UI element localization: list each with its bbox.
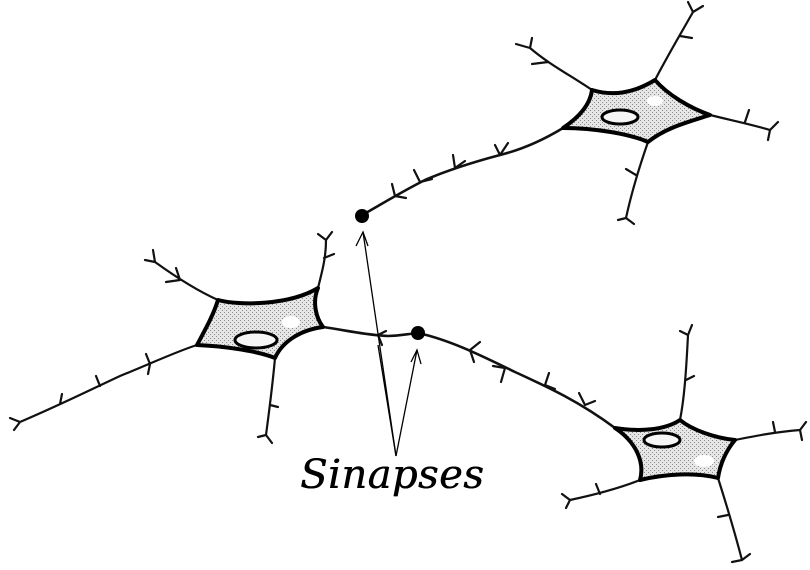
dendrite — [655, 2, 703, 80]
nucleus — [602, 110, 638, 124]
axon-branch — [493, 366, 505, 382]
arrow-stroke — [378, 345, 396, 456]
synapse-upper — [355, 209, 369, 223]
synapses-label: Sinapses — [300, 452, 484, 498]
nucleus — [235, 332, 277, 348]
dendrite — [618, 142, 648, 224]
synapse-lower — [411, 326, 425, 340]
nucleolus — [282, 316, 300, 328]
soma — [563, 80, 710, 142]
neuron-bottom-right — [418, 325, 806, 562]
dendrite — [145, 250, 218, 300]
neuron-top-right — [364, 2, 778, 224]
soma — [615, 420, 735, 480]
axon — [323, 327, 418, 336]
neuron-middle-left — [10, 232, 418, 443]
dendrite — [516, 38, 592, 90]
dendrite — [680, 325, 694, 420]
axon-branch — [414, 170, 432, 182]
pointer-arrows — [356, 232, 421, 456]
dendrite — [562, 480, 640, 508]
dendrite — [10, 345, 197, 430]
axon-branch — [545, 373, 555, 389]
nucleolus — [647, 96, 663, 106]
dendrite — [318, 232, 334, 288]
nucleolus — [694, 455, 714, 467]
dendrite — [710, 110, 778, 140]
axon-branch — [579, 393, 595, 405]
dendrite — [258, 358, 278, 443]
arrow-to-lower-synapse — [396, 350, 417, 456]
arrow-head — [356, 232, 368, 246]
nucleus — [644, 433, 680, 447]
dendrite — [735, 422, 806, 440]
axon — [364, 128, 563, 214]
axon — [418, 333, 615, 428]
dendrite — [718, 478, 750, 562]
